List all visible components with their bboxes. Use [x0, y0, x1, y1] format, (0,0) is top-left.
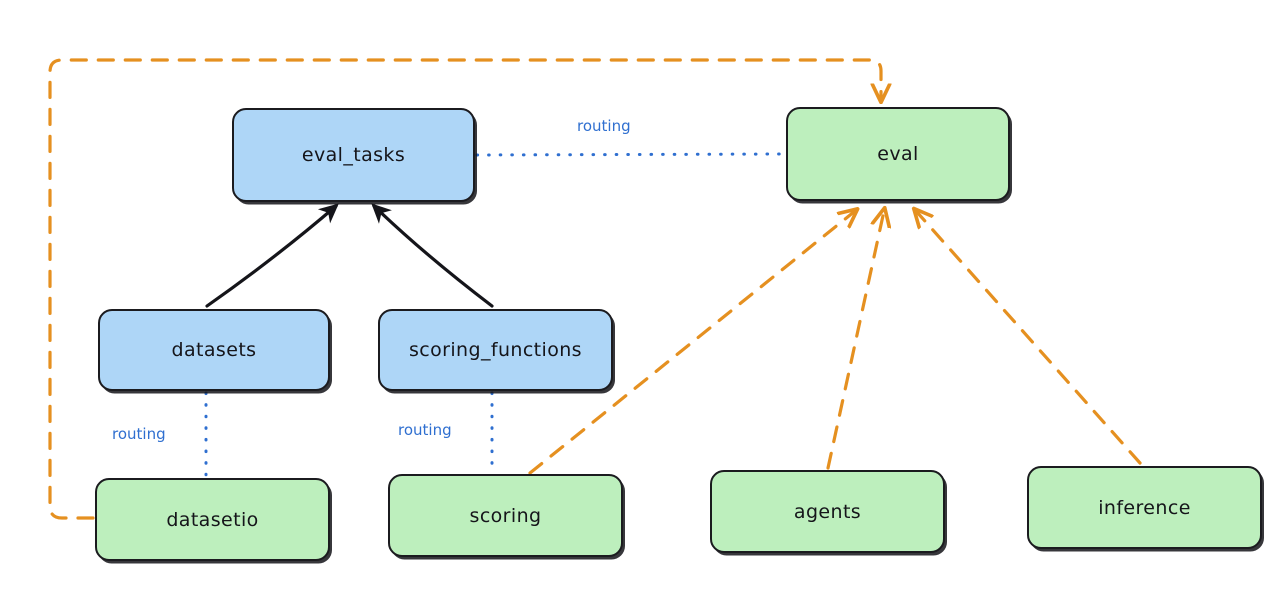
node-agents[interactable]: agents [710, 470, 945, 553]
edge-scoring-to-eval [528, 211, 855, 475]
node-eval-tasks[interactable]: eval_tasks [232, 108, 475, 202]
node-inference-label: inference [1098, 496, 1191, 519]
edge-datasetio-to-eval [48, 58, 881, 520]
node-datasets-label: datasets [171, 339, 257, 361]
edge-scoring-functions-to-eval-tasks [371, 203, 494, 308]
edge-label-eval-tasks-to-eval: routing [577, 117, 631, 135]
node-eval-tasks-label: eval_tasks [301, 144, 406, 166]
node-eval[interactable]: eval [786, 107, 1010, 201]
edge-label-scoring-functions-to-scoring: routing [398, 421, 452, 439]
node-scoring-functions[interactable]: scoring_functions [378, 309, 613, 391]
node-datasets[interactable]: datasets [98, 309, 330, 391]
edge-agents-to-eval [826, 211, 884, 470]
node-datasetio[interactable]: datasetio [95, 478, 330, 561]
node-scoring-functions-label: scoring_functions [409, 339, 582, 361]
edge-eval-tasks-to-eval [475, 152, 786, 157]
node-scoring-label: scoring [469, 504, 542, 527]
node-agents-label: agents [793, 500, 862, 523]
node-scoring[interactable]: scoring [388, 474, 623, 557]
edge-datasets-to-eval-tasks [205, 203, 339, 308]
edge-inference-to-eval [916, 211, 1142, 465]
edge-label-datasets-to-datasetio: routing [112, 425, 166, 443]
node-datasetio-label: datasetio [166, 508, 259, 531]
node-inference[interactable]: inference [1027, 466, 1262, 549]
node-eval-label: eval [877, 143, 919, 165]
